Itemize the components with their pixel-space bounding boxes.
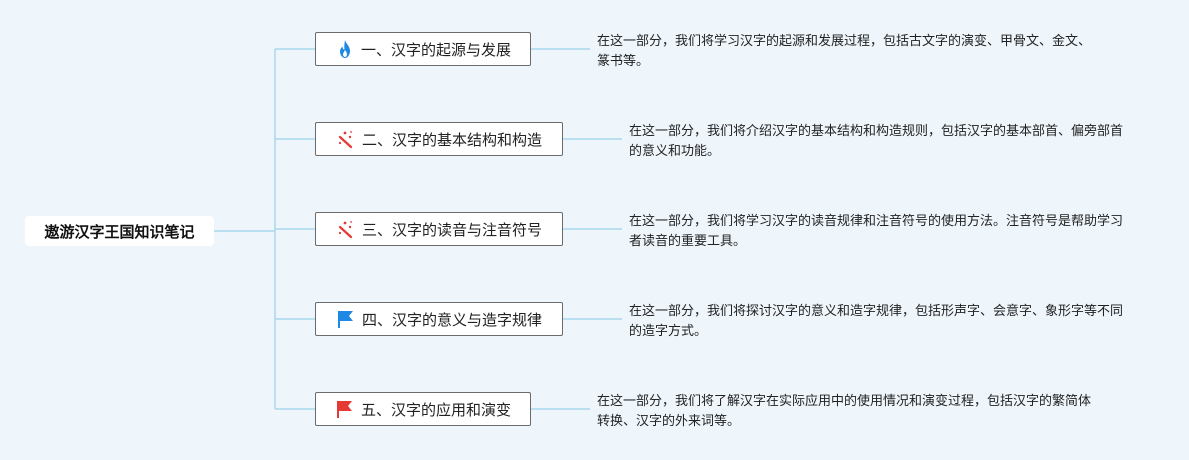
branch-label: 四、汉字的意义与造字规律 — [361, 310, 542, 329]
branch-node-origin[interactable]: 一、汉字的起源与发展 — [315, 32, 531, 66]
fire-icon — [335, 39, 355, 59]
branch-label: 三、汉字的读音与注音符号 — [361, 220, 542, 239]
branch-description: 在这一部分，我们将学习汉字的读音规律和注音符号的使用方法。注音符号是帮助学习者读… — [629, 214, 1124, 249]
branch-node-application[interactable]: 五、汉字的应用和演变 — [315, 392, 531, 426]
branch-description: 在这一部分，我们将学习汉字的起源和发展过程，包括古文字的演变、甲骨文、金文、篆书… — [597, 34, 1092, 69]
root-label: 遨游汉字王国知识笔记 — [44, 222, 195, 241]
branch-label: 二、汉字的基本结构和构造 — [361, 130, 542, 149]
branch-node-meaning[interactable]: 四、汉字的意义与造字规律 — [315, 302, 563, 336]
blue-flag-icon — [336, 309, 356, 329]
red-flag-icon — [335, 399, 355, 419]
branch-description: 在这一部分，我们将介绍汉字的基本结构和构造规则，包括汉字的基本部首、偏旁部首的意… — [629, 124, 1124, 159]
branch-description: 在这一部分，我们将探讨汉字的意义和造字规律，包括形声字、会意字、象形字等不同的造… — [629, 304, 1124, 339]
root-node[interactable]: 遨游汉字王国知识笔记 — [25, 216, 214, 246]
magic-wand-icon — [336, 129, 356, 149]
branch-description: 在这一部分，我们将了解汉字在实际应用中的使用情况和演变过程，包括汉字的繁简体转换… — [597, 394, 1092, 429]
magic-wand-icon — [336, 219, 356, 239]
branch-node-pronunciation[interactable]: 三、汉字的读音与注音符号 — [315, 212, 563, 246]
branch-node-structure[interactable]: 二、汉字的基本结构和构造 — [315, 122, 563, 156]
branch-label: 五、汉字的应用和演变 — [360, 400, 511, 419]
branch-label: 一、汉字的起源与发展 — [360, 40, 511, 59]
